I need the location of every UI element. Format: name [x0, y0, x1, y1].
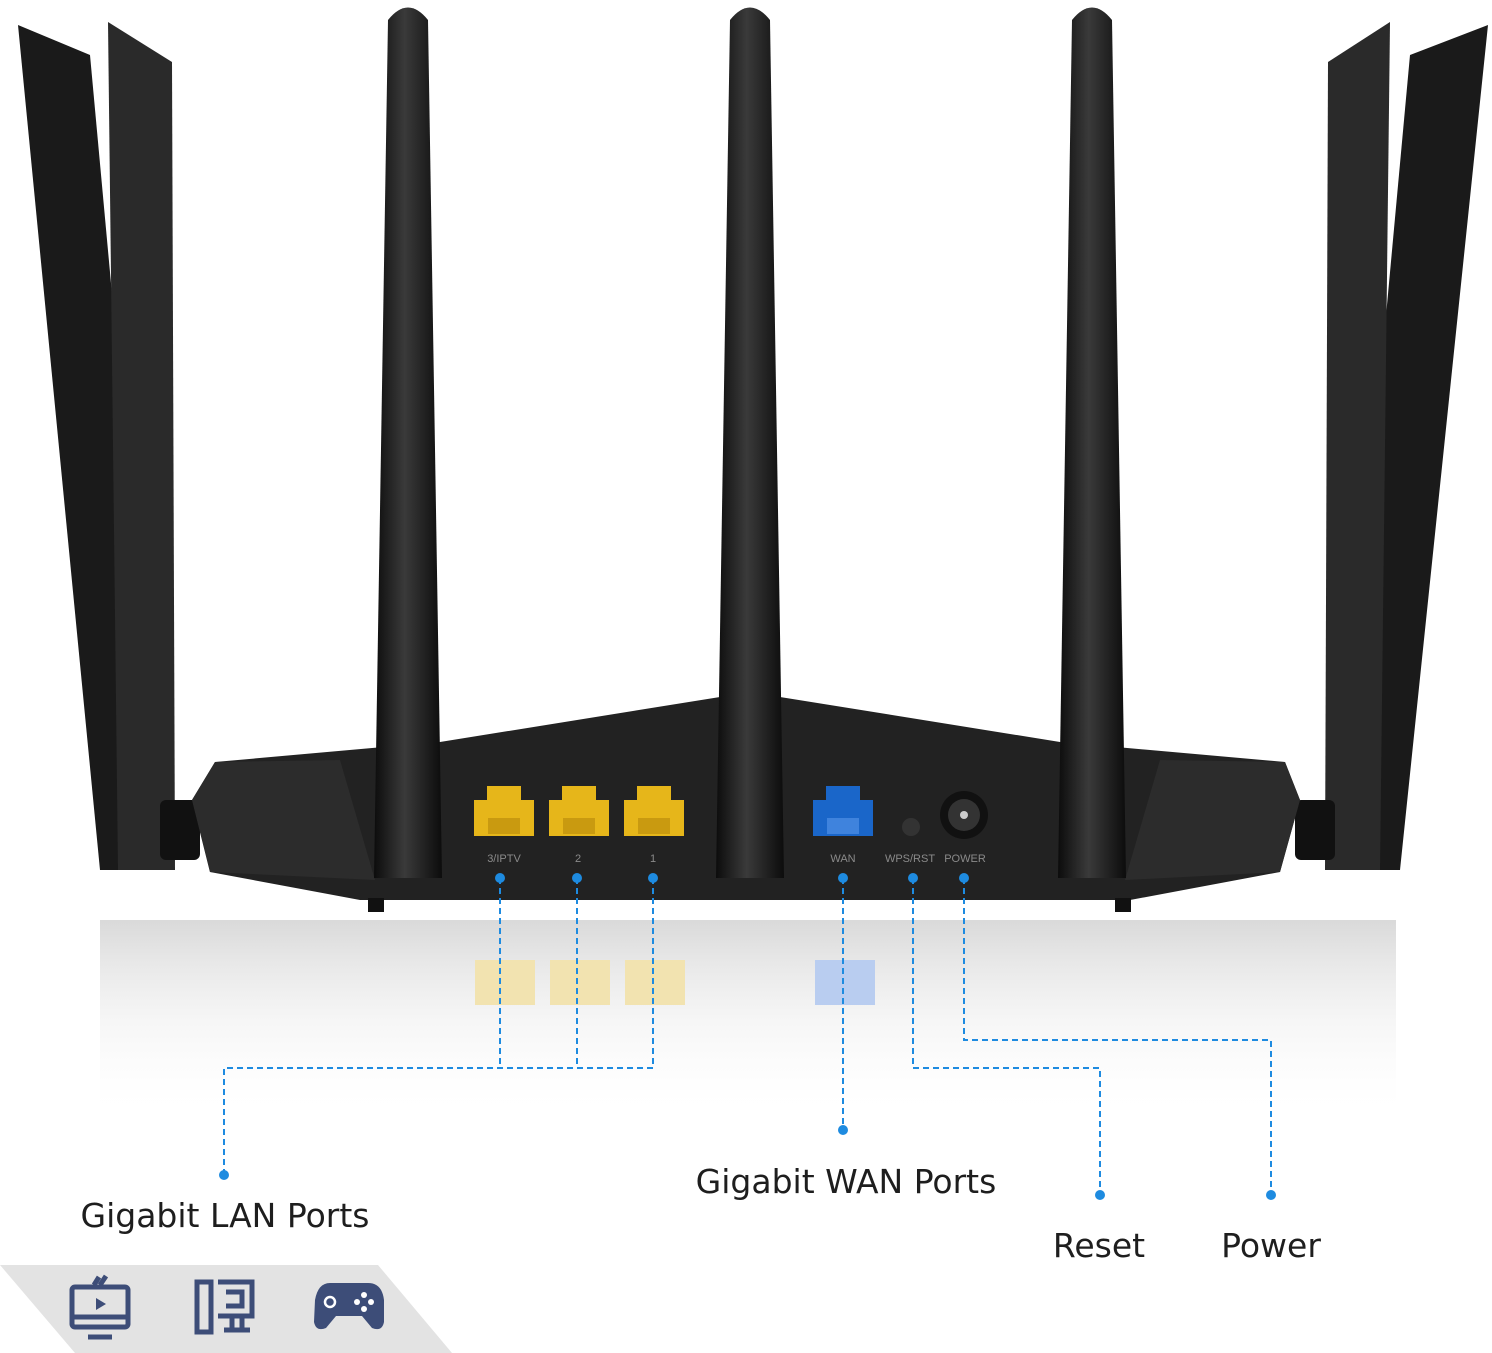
port-label-lan2: 2 — [575, 853, 581, 865]
port-label-lan1: 1 — [650, 853, 656, 865]
wan-port — [813, 786, 873, 836]
callout-label-power: Power — [1221, 1226, 1321, 1265]
power-jack — [940, 791, 988, 839]
right-antennas — [1295, 22, 1488, 870]
port-label-wan: WAN — [830, 853, 855, 865]
port-label-power: POWER — [944, 853, 986, 865]
left-antennas — [18, 22, 200, 870]
callout-label-reset: Reset — [1052, 1226, 1146, 1265]
gamepad-icon — [314, 1283, 384, 1330]
callout-label-wan: Gigabit WAN Ports — [695, 1162, 997, 1201]
wps-reset-button — [902, 818, 920, 836]
callout-dots — [219, 873, 1276, 1200]
lan-port-3 — [474, 786, 534, 836]
center-antennas — [374, 7, 1126, 878]
use-case-banner — [0, 1265, 452, 1353]
port-label-wps: WPS/RST — [885, 853, 935, 865]
lan-port-2 — [549, 786, 609, 836]
port-label-lan3: 3/IPTV — [487, 853, 521, 865]
tv-icon — [69, 1274, 131, 1340]
router-reflection — [100, 920, 1396, 1120]
desktop-computer-icon — [194, 1279, 255, 1335]
callout-label-lan: Gigabit LAN Ports — [80, 1196, 370, 1235]
lan-port-1 — [624, 786, 684, 836]
callout-lines — [223, 878, 1272, 1195]
